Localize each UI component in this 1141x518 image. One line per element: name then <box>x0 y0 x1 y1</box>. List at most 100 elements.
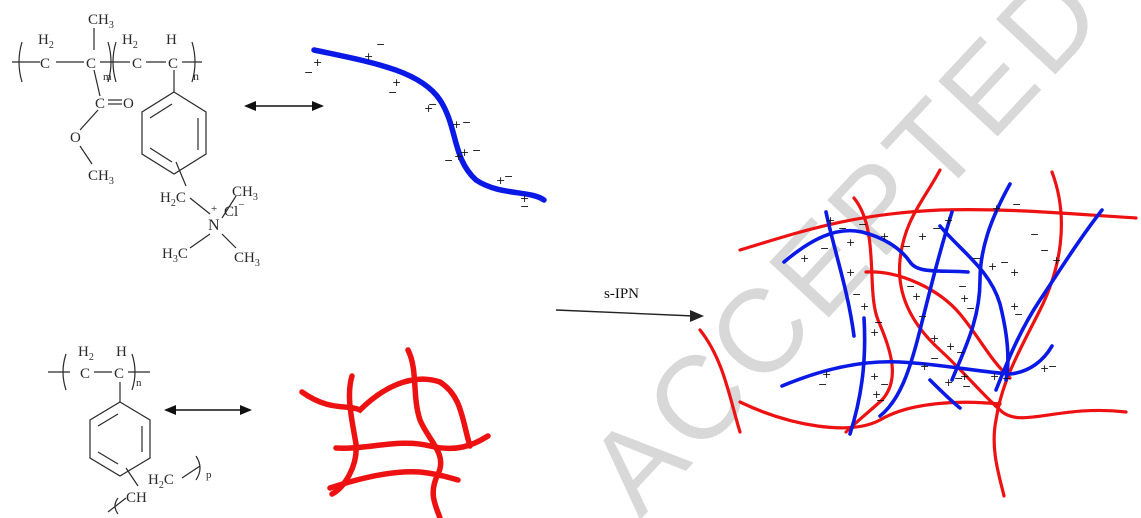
charge-label: + <box>800 252 809 265</box>
charge-label: + <box>452 118 461 131</box>
charge-label: − <box>388 86 397 99</box>
methoxy-bond <box>79 145 93 165</box>
crosslink-bond <box>107 497 127 513</box>
charge-label: − <box>818 378 827 391</box>
charge-label: + <box>960 370 969 383</box>
charge-label: + <box>912 290 921 303</box>
red-polymer-chain <box>992 170 1063 498</box>
blue-network <box>780 182 1104 436</box>
ester-bond <box>93 69 101 97</box>
bottom-left-bracket <box>62 353 67 391</box>
charge-label: + <box>1010 266 1019 279</box>
blue-chain-charges: − + − + + − − + + − − + − + + − + − <box>304 38 529 213</box>
charge-label: − <box>304 66 313 79</box>
atom-c2: C <box>86 56 96 72</box>
atom-ester-o: O <box>70 130 81 146</box>
charge-label: + <box>1040 362 1049 375</box>
charge-label: + <box>870 326 879 339</box>
charge-label: − <box>966 302 975 315</box>
ring-inner-bond <box>149 147 173 163</box>
atom-cl: Cl− <box>224 199 244 220</box>
atom-ch3-right-bot: CH3 <box>234 250 260 269</box>
benzene-ring <box>141 91 207 175</box>
subscript-n-bottom: n <box>136 377 142 389</box>
atom-n: N <box>208 217 220 234</box>
red-polymer-chain <box>329 373 359 497</box>
charge-label: − <box>376 38 385 51</box>
atom-c3: C <box>132 56 142 72</box>
ring-substituent-bond <box>125 467 139 487</box>
red-polymer-chain <box>738 400 1002 430</box>
n-plus-charge: + <box>211 203 217 215</box>
ring-inner-bond <box>149 103 173 119</box>
red-polymer-chain <box>844 196 894 434</box>
subscript-n: n <box>193 69 199 83</box>
charge-label: − <box>932 222 941 235</box>
charge-label: + <box>918 230 927 243</box>
charge-label: − <box>906 280 915 293</box>
charge-label: − <box>972 252 981 265</box>
atom-h3c: H3C <box>162 246 188 265</box>
n-ch3-bond <box>221 195 237 219</box>
charge-label: + <box>520 192 529 205</box>
subscript-m: m <box>103 71 112 83</box>
n-ch3-bond <box>189 233 211 249</box>
top-monomer-structure: H2 C C CH3 H2 C H C m n C O O CH3 H2C N … <box>12 12 260 269</box>
red-polymer-chain <box>897 168 1128 420</box>
crosslink-bracket <box>195 455 201 481</box>
atom-c1: C <box>80 366 90 382</box>
charge-label: + <box>946 340 955 353</box>
charge-label: − <box>852 288 861 301</box>
red-network <box>698 168 1138 498</box>
equivalence-arrow-bottom <box>164 405 252 415</box>
charge-label: + <box>313 56 322 69</box>
red-polymer-chain <box>327 468 461 491</box>
atom-c2: C <box>114 366 124 382</box>
red-polymer-chain <box>299 376 473 449</box>
atom-c1: C <box>40 56 50 72</box>
charge-label: − <box>1030 228 1039 241</box>
charge-label: + <box>990 370 999 383</box>
charge-label: − <box>874 316 883 329</box>
atom-ch3-right-top: CH3 <box>232 184 258 203</box>
charge-label: − <box>876 394 885 407</box>
red-crosslinked-network <box>299 347 491 518</box>
ring-inner-bond <box>97 451 119 465</box>
atom-h2-a: H2 <box>38 32 54 51</box>
charge-label: − <box>902 240 911 253</box>
atom-c4: C <box>168 56 178 72</box>
red-polymer-chain <box>333 433 491 452</box>
charge-label: − <box>444 154 453 167</box>
ring-substituent-bond <box>175 161 187 187</box>
equivalence-arrow-top <box>244 101 324 111</box>
atom-h: H <box>116 344 127 360</box>
charge-label: − <box>1048 360 1057 373</box>
bottom-monomer-structure: H2 C H C n H2C p CH <box>48 344 212 515</box>
charge-label: + <box>944 376 953 389</box>
charge-label: + <box>872 388 881 401</box>
charge-label: + <box>988 260 997 273</box>
charge-label: − <box>954 372 963 385</box>
charge-label: + <box>496 174 505 187</box>
blue-polymer-chain <box>994 208 1104 392</box>
charge-label: − <box>858 218 867 231</box>
charge-label: + <box>454 150 463 163</box>
charge-label: + <box>870 370 879 383</box>
charge-label: + <box>992 202 1001 215</box>
atom-carbonyl-c: C <box>95 96 105 112</box>
atom-h2c: H2C <box>148 472 174 491</box>
charge-label: − <box>918 310 927 323</box>
subscript-p: p <box>206 469 212 481</box>
crosslink-bracket <box>114 497 119 515</box>
charge-label: + <box>424 102 433 115</box>
charge-label: + <box>920 360 929 373</box>
charge-label: + <box>960 292 969 305</box>
charge-label: + <box>1010 300 1019 313</box>
charge-label: + <box>1052 254 1061 267</box>
red-polymer-chain <box>698 328 742 434</box>
red-polymer-chain <box>405 347 444 518</box>
benzene-ring <box>89 401 151 477</box>
atom-ch: CH <box>126 490 147 506</box>
charge-label: + <box>822 368 831 381</box>
